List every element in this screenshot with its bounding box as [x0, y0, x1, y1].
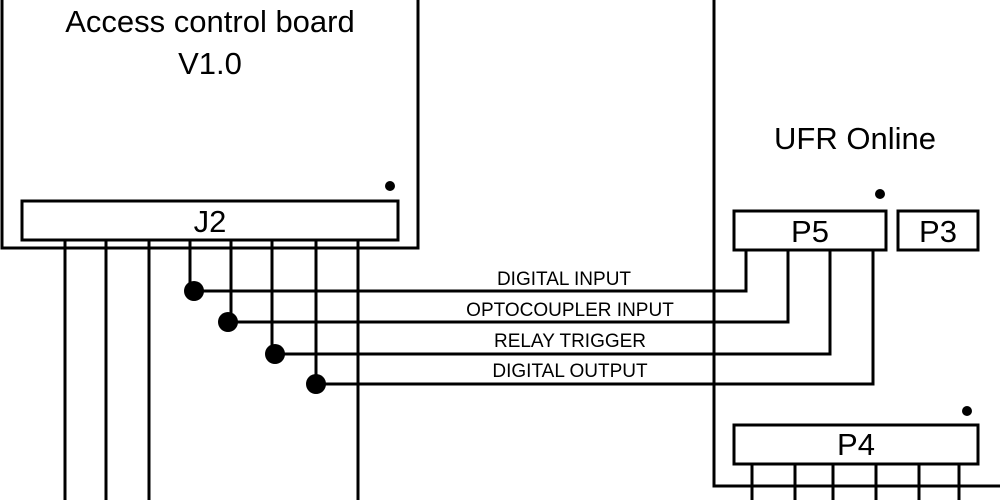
j2-pin1-marker: [385, 181, 395, 191]
p4-pin1-marker: [962, 406, 972, 416]
digital-output-label: DIGITAL OUTPUT: [492, 361, 648, 382]
p3-connector-label: P3: [919, 214, 957, 249]
j2-connector-label: J2: [194, 204, 227, 239]
digital-input-label: DIGITAL INPUT: [497, 269, 631, 290]
relay-trigger-junction: [265, 344, 285, 364]
access-control-board-version: V1.0: [178, 46, 242, 81]
relay-trigger-label: RELAY TRIGGER: [494, 331, 646, 352]
optocoupler-input-label: OPTOCOUPLER INPUT: [466, 300, 674, 321]
p3-connector: [896, 209, 980, 252]
p4-connector: [732, 423, 980, 466]
digital-input-junction: [184, 281, 204, 301]
p5-pin1-marker: [875, 189, 885, 199]
relay-trigger-wire: [270, 240, 832, 356]
j2-connector: [20, 199, 400, 242]
digital-output-wire: [314, 240, 875, 386]
p5-connector-label: P5: [791, 214, 829, 249]
ufr-online-title: UFR Online: [774, 121, 936, 156]
optocoupler-input-junction: [218, 312, 238, 332]
optocoupler-input-wire: [229, 240, 790, 324]
digital-input-wire: [188, 240, 748, 293]
p5-connector: [732, 209, 888, 252]
p4-connector-label: P4: [837, 427, 875, 462]
access-control-board-title: Access control board: [65, 4, 354, 39]
ufr-online-board-outline: [712, 0, 1000, 488]
access-control-board-outline: [0, 0, 420, 250]
digital-output-junction: [306, 374, 326, 394]
